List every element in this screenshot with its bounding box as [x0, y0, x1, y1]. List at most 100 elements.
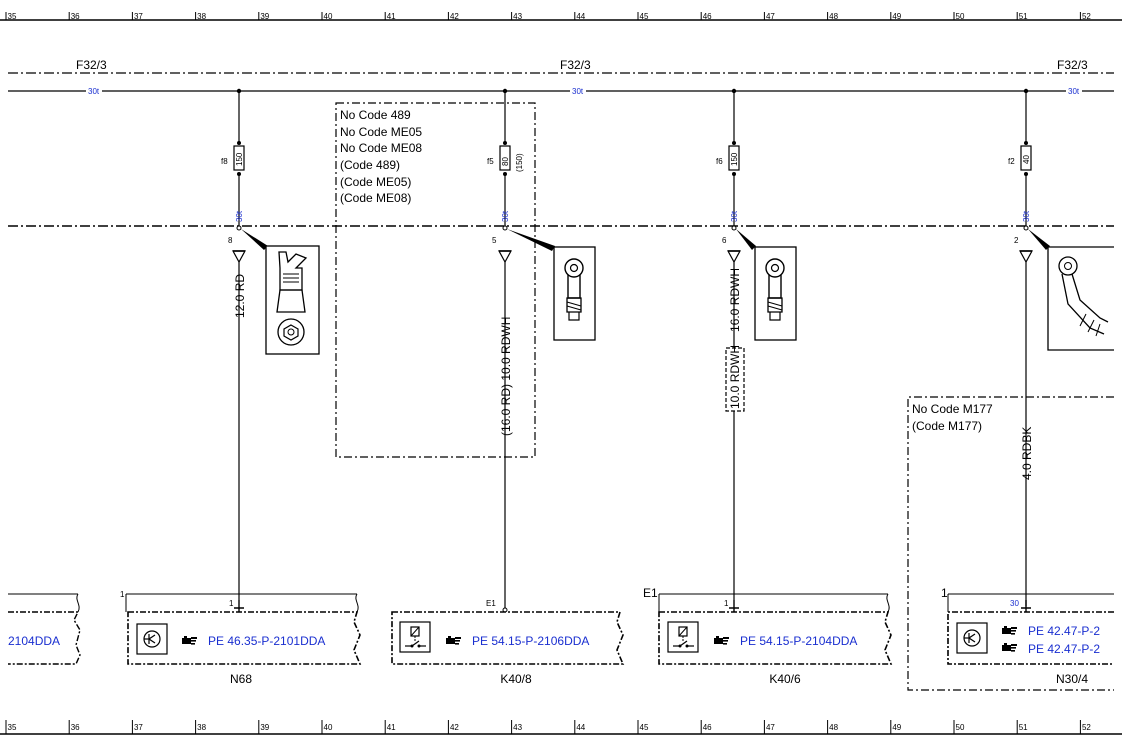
fuse-icon — [728, 145, 740, 171]
hand-pointer-icon — [1002, 626, 1017, 635]
control-unit-icon — [956, 622, 988, 654]
circuit-f2: 40 f2 30t 2 4.0 RDBK — [1008, 88, 1114, 606]
fuse-rating: 40 — [1022, 155, 1031, 164]
ruler-column-number: 47 — [766, 12, 775, 21]
fuse-name: f5 — [487, 157, 494, 166]
ruler-column-number: 46 — [703, 12, 712, 21]
ground-arrow-icon — [497, 250, 513, 264]
ruler-column-number: 42 — [450, 12, 459, 21]
ruler-column-number: 50 — [956, 723, 965, 732]
rail-label: 30t — [88, 87, 100, 96]
ground-arrow-icon — [726, 250, 742, 264]
fuse-alt-rating: (150) — [515, 153, 524, 172]
pin-number: 8 — [228, 236, 233, 245]
ruler-column-number: 40 — [324, 723, 333, 732]
ruler-column-number: 38 — [197, 723, 206, 732]
code-line: No Code M177 — [912, 402, 993, 416]
ring-terminal-icon — [553, 246, 596, 341]
circuit-f8: 150 f8 30t 8 12.0 RD — [221, 88, 320, 600]
code-line: No Code ME08 — [340, 141, 422, 155]
terminal-label: 30t — [1022, 210, 1031, 222]
pe-reference-link[interactable]: 2104DDA — [8, 634, 60, 648]
fuse-box-label: F32/3 — [76, 58, 107, 72]
circuit-f5: 80 (150) f5 30t 5 (16.0 RD) 10.0 RDWH — [487, 88, 596, 610]
ground-arrow-icon — [231, 250, 247, 264]
code-line: No Code ME05 — [340, 125, 422, 139]
fuse-icon — [1020, 145, 1032, 171]
pin-number: 2 — [1014, 236, 1019, 245]
fuse-box-label: F32/3 — [560, 58, 591, 72]
ruler-column-number: 52 — [1082, 12, 1091, 21]
ruler-column-number: 52 — [1082, 723, 1091, 732]
component-name: N30/4 — [1056, 672, 1088, 686]
fuse-name: f8 — [221, 157, 228, 166]
relay-icon — [667, 621, 699, 653]
fuse-box-label: F32/3 — [1057, 58, 1088, 72]
ruler-column-number: 43 — [513, 723, 522, 732]
hand-pointer-icon — [446, 636, 461, 645]
ruler-column-number: 46 — [703, 723, 712, 732]
hand-pointer-icon — [1002, 643, 1017, 652]
hand-pointer-icon — [182, 636, 197, 645]
code-box-489: No Code 489 No Code ME05 No Code ME08 (C… — [335, 102, 536, 458]
ground-arrow-icon — [1018, 250, 1034, 264]
ruler-column-number: 44 — [576, 12, 585, 21]
terminal-label: 30t — [730, 210, 739, 222]
ruler-column-number: 37 — [134, 723, 143, 732]
ring-terminal-icon — [754, 246, 797, 341]
wire-label: (16.0 RD) 10.0 RDWH — [499, 317, 513, 436]
terminal-crimp-icon — [265, 245, 320, 355]
ruler-column-number: 35 — [8, 12, 17, 21]
ruler-column-number: 51 — [1019, 12, 1028, 21]
pe-reference-link[interactable]: PE 42.47-P-2 — [1028, 642, 1100, 656]
ruler-column-number: 48 — [829, 12, 838, 21]
ruler-column-number: 36 — [71, 723, 80, 732]
component-n68: 1 1 PE 46.35-P-2101DDA N68 — [120, 590, 362, 686]
component-name: K40/8 — [500, 672, 532, 686]
ruler-column-number: 47 — [766, 723, 775, 732]
component-name: K40/6 — [769, 672, 801, 686]
terminal-label: 30t — [235, 210, 244, 222]
code-line: No Code 489 — [340, 108, 411, 122]
wire-label: 16.0 RDWH — [728, 268, 742, 332]
code-box-m177: No Code M177 (Code M177) — [907, 396, 1114, 691]
pe-reference-link[interactable]: PE 42.47-P-2 — [1028, 624, 1100, 638]
ruler-column-number: 50 — [956, 12, 965, 21]
pin-number: 30 — [1010, 599, 1019, 608]
ruler-column-number: 41 — [387, 723, 396, 732]
fuse-icon — [499, 145, 511, 171]
ruler-column-number: 37 — [134, 12, 143, 21]
terminal-label: 30t — [501, 210, 510, 222]
ruler-column-number: 35 — [8, 723, 17, 732]
pe-reference-link[interactable]: PE 46.35-P-2101DDA — [208, 634, 325, 648]
component-k40-6: E1 1 PE 54.15-P-2104DDA K40/6 — [643, 586, 893, 686]
angled-terminal-icon — [1047, 246, 1114, 351]
wire-label: 4.0 RDBK — [1020, 427, 1034, 480]
pe-reference-link[interactable]: PE 54.15-P-2104DDA — [740, 634, 857, 648]
ruler-column-number: 42 — [450, 723, 459, 732]
connector-number: 1 — [120, 590, 125, 599]
fuse-name: f2 — [1008, 157, 1015, 166]
connector-number: 1 — [941, 586, 948, 600]
fuse-name: f6 — [716, 157, 723, 166]
code-line: (Code ME05) — [340, 175, 411, 189]
pin-number: E1 — [486, 599, 496, 608]
component-name: N68 — [230, 672, 252, 686]
ruler-column-number: 36 — [71, 12, 80, 21]
control-unit-icon — [136, 623, 168, 655]
ruler-column-number: 40 — [324, 12, 333, 21]
pe-reference-link[interactable]: PE 54.15-P-2106DDA — [472, 634, 589, 648]
fuse-rating: 150 — [235, 152, 244, 166]
fuse-icon — [233, 145, 245, 171]
ruler-column-number: 38 — [197, 12, 206, 21]
wire-label: 12.0 RD — [233, 274, 247, 318]
code-line: (Code ME08) — [340, 191, 411, 205]
pin-number: 1 — [229, 599, 234, 608]
ruler-column-number: 44 — [576, 723, 585, 732]
wire-alt-label: 10.0 RDWH — [728, 345, 742, 409]
circuit-f6: 150 f6 30t 6 16.0 RDWH 10.0 RDWH — [716, 88, 797, 600]
ruler-column-number: 49 — [892, 723, 901, 732]
ruler-column-number: 51 — [1019, 723, 1028, 732]
